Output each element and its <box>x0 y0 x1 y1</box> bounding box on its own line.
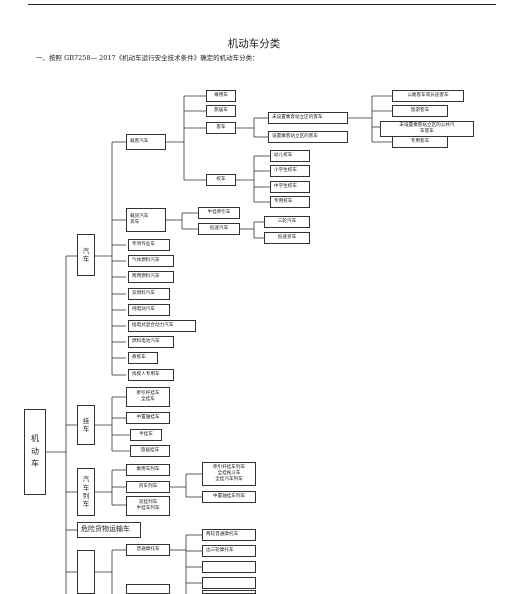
node-train: 汽 车 列 车 <box>77 468 95 516</box>
node-f-semi-tractor: 半挂牵引车 <box>198 207 240 219</box>
node-bus-highway: 公路客车或长途客车 <box>392 90 464 102</box>
node-ls-truck: 低速货车 <box>264 232 310 244</box>
node-pure-ev: 纯电动汽车 <box>128 304 170 316</box>
node-trailer: 挂 车 <box>77 405 95 445</box>
node-school-middle: 中学生校车 <box>270 181 310 193</box>
header-rule <box>28 4 496 5</box>
node-tr-double: 双挂列车 半挂车列车 <box>126 496 170 516</box>
node-school-special: 专用校车 <box>270 196 310 208</box>
node-tr-truck: 货车列车 <box>126 481 170 493</box>
node-p-bus: 客车 <box>206 122 236 134</box>
node-trt-center: 中置轴挂车列车 <box>202 491 256 503</box>
node-passenger: 载客汽车 <box>126 134 166 150</box>
page-title: 机动车分类 <box>227 38 281 50</box>
page-subtitle: 一、按照 GB7258— 2017《机动车运行安全技术条件》确定的机动车分类： <box>36 54 259 62</box>
node-t-semi: 半挂车 <box>130 429 162 441</box>
node-ls-tricycle: 三轮汽车 <box>264 216 310 228</box>
node-freight: 载货汽车 货车 <box>126 208 166 232</box>
node-m-empty-2 <box>202 577 256 589</box>
node-fuel-cell: 燃料电池汽车 <box>128 336 174 348</box>
node-dual-fuel: 两用燃料汽车 <box>128 271 174 283</box>
node-disabled: 残疾人专用车 <box>128 369 174 381</box>
node-t-center-axle: 中置轴挂车 <box>126 412 170 424</box>
node-t-caravan: 旅居挂车 <box>130 445 170 457</box>
node-bi-fuel: 双燃料汽车 <box>128 288 170 300</box>
node-bus-special: 专用客车 <box>392 136 448 148</box>
node-auto: 汽 车 <box>77 234 95 276</box>
node-school-primary: 小学生校车 <box>270 165 310 177</box>
node-p-school: 校车 <box>206 174 236 186</box>
node-bus-no-standing: 未设置乘客站立区的客车 <box>268 112 348 124</box>
node-special-op: 专项作业车 <box>128 239 170 251</box>
node-hazmat: 危险货物运输车 <box>77 522 141 538</box>
node-m-two-wheel: 两轮普通摩托车 <box>202 529 256 541</box>
node-training: 教练车 <box>128 352 158 364</box>
node-gasoline: 气体燃料汽车 <box>128 255 174 267</box>
node-bus-tour: 旅游客车 <box>392 105 448 117</box>
node-bus-urban: 未设置乘客站立区的公共汽 车客车 <box>380 121 474 137</box>
node-m-sidecar: 边三轮摩托车 <box>202 545 256 557</box>
node-trt-drawbar: 牵引杆挂车列车 全挂拖斗车 全挂汽车列车 <box>202 462 256 486</box>
node-bus-standing: 设置乘客站立区的客车 <box>268 131 348 143</box>
node-t-drawbar: 牵引杆挂车 全挂车 <box>126 387 170 407</box>
node-moto <box>77 550 95 594</box>
node-school-kinder: 幼儿校车 <box>270 150 310 162</box>
node-tr-passenger: 乘用车列车 <box>126 464 170 476</box>
node-m-ordinary: 普通摩托车 <box>126 544 170 556</box>
node-root: 机 动 车 <box>24 409 46 495</box>
node-m-empty-3 <box>126 584 170 594</box>
node-p-car: 乘用车 <box>206 90 236 102</box>
node-hybrid: 插电式混合动力汽车 <box>128 320 196 332</box>
node-m-empty-4 <box>202 590 256 594</box>
node-m-empty-1 <box>202 561 256 573</box>
node-p-old: 旅居车 <box>206 105 236 117</box>
node-f-low-speed: 低速汽车 <box>198 223 240 235</box>
